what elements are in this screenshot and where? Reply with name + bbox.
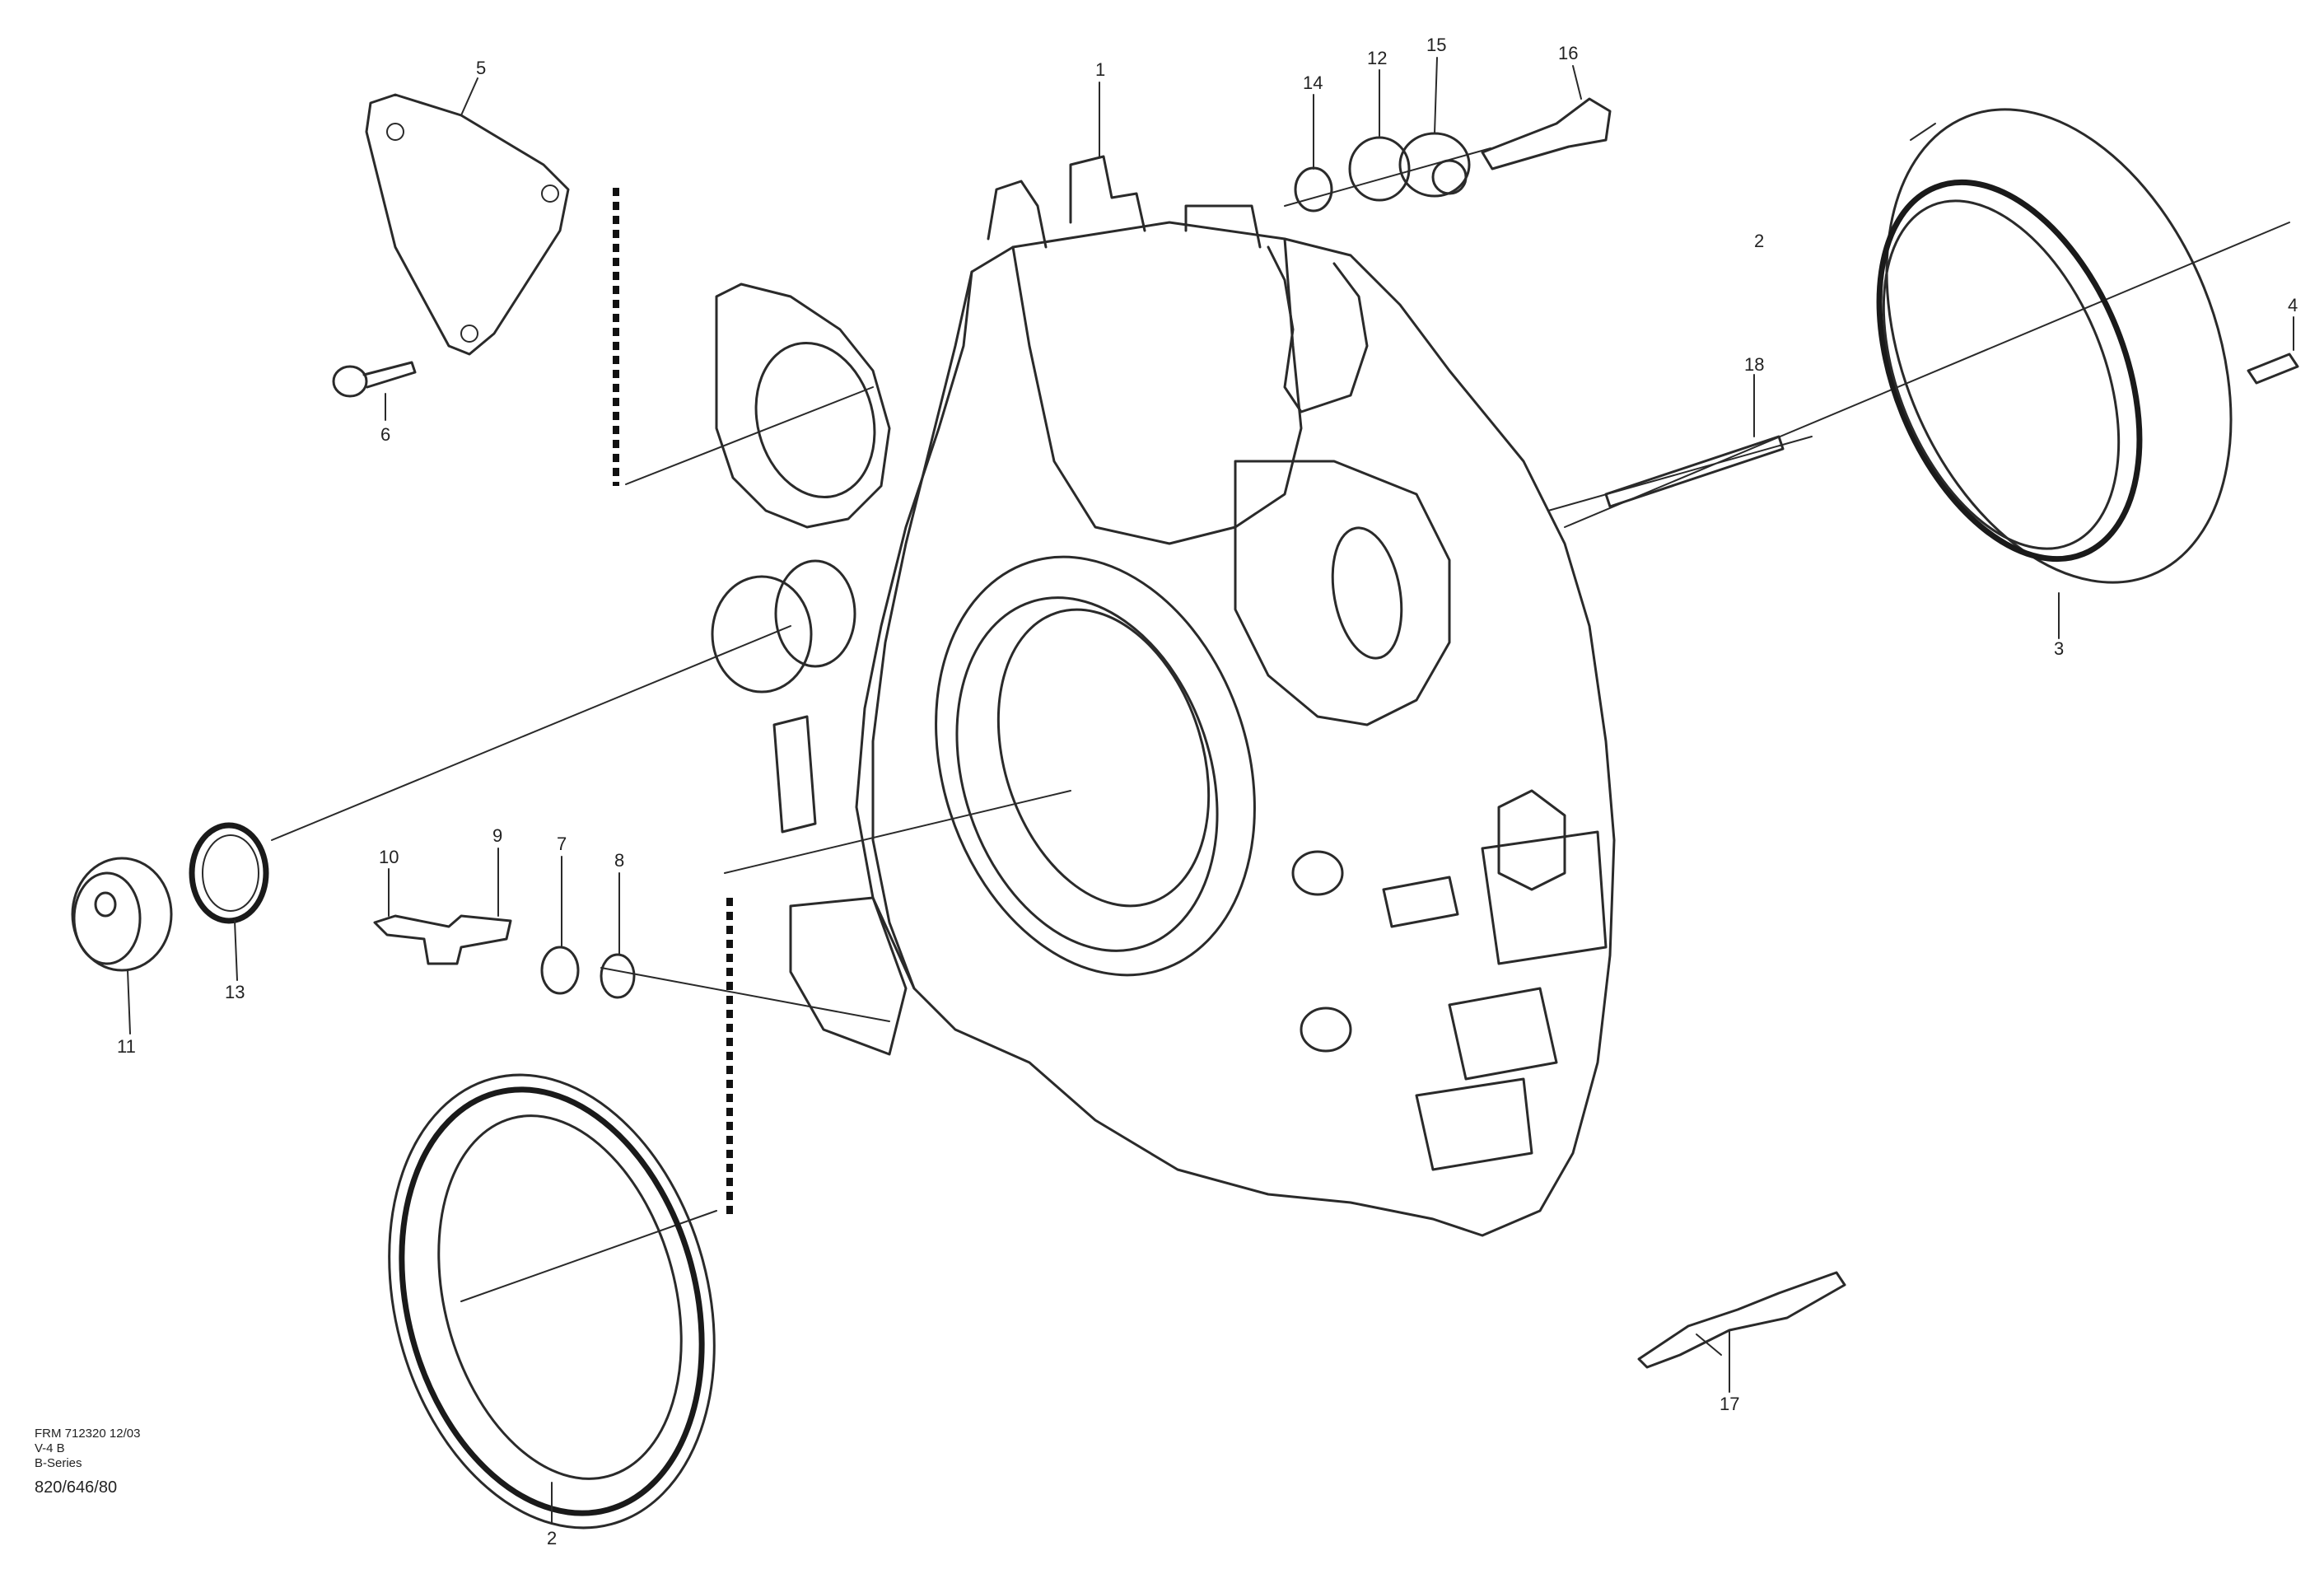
seal-ring-part-2: [388, 1073, 716, 1530]
reference-line-3: B-Series: [35, 1456, 82, 1470]
callout-4: 4: [2288, 295, 2298, 315]
bolt-part-6: [332, 361, 417, 398]
top-fittings: [1294, 97, 1612, 213]
reference-line-2: V-4 B: [35, 1441, 65, 1455]
callout-16-top: 16: [1558, 43, 1578, 63]
reference-line-1: FRM 712320 12/03: [35, 1427, 140, 1441]
callout-7: 7: [557, 834, 567, 854]
callout-14-top: 14: [1303, 72, 1323, 93]
callout-8: 8: [614, 850, 624, 871]
callout-2-bottom: 2: [547, 1528, 557, 1548]
callout-1: 1: [1095, 59, 1105, 80]
cover-plate-part-5: [365, 93, 570, 356]
plug-part-11: [71, 857, 173, 972]
callout-labels: 5 6 1 14 12 15 16 4 3 18 2 11 13 10 9 7 …: [117, 35, 2298, 1548]
round-fittings-left: [711, 559, 856, 694]
flywheel-housing: [715, 155, 1616, 1237]
bolt-part-4: [2247, 316, 2299, 385]
callout-18: 18: [1744, 354, 1764, 375]
o-ring-part-13: [189, 822, 269, 924]
callout-3: 3: [2054, 638, 2064, 659]
callout-13: 13: [225, 982, 245, 1002]
callout-12-top: 12: [1367, 48, 1387, 68]
callout-10: 10: [379, 847, 399, 867]
callout-leaders: [127, 57, 2060, 1035]
callout-9: 9: [492, 825, 502, 846]
centerlines: [271, 147, 2290, 1302]
dowel-part-18: [1604, 374, 1785, 508]
bracket-part-17: [1637, 1271, 1846, 1393]
callout-17: 17: [1720, 1394, 1739, 1414]
seal-ring-part-3: [1876, 108, 2233, 584]
callout-11: 11: [117, 1036, 136, 1057]
drawing-code: 820/646/80: [35, 1478, 117, 1497]
callout-2-right: 2: [1754, 231, 1764, 251]
callout-15-top: 15: [1426, 35, 1446, 55]
callout-5: 5: [476, 58, 486, 78]
callout-6: 6: [380, 424, 390, 445]
drawing-reference-block: FRM 712320 12/03 V-4 B B-Series 820/646/…: [35, 1427, 140, 1497]
sensor-parts: [373, 848, 636, 999]
